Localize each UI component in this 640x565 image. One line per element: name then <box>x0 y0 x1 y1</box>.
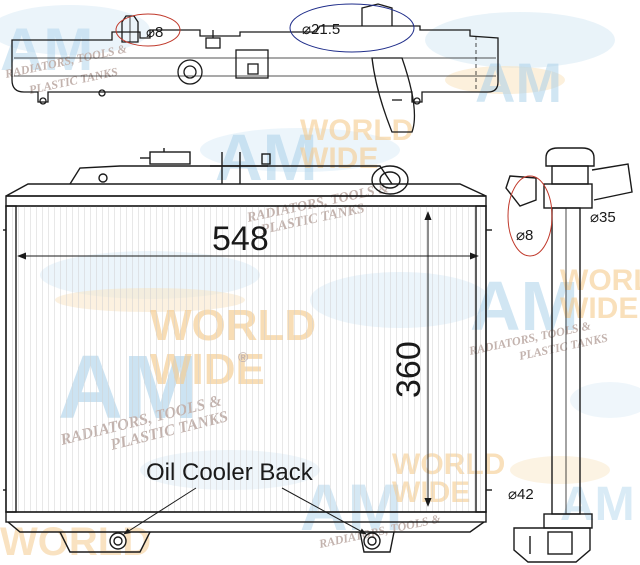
watermark-am-text: AM <box>560 478 635 531</box>
upper-bolt <box>98 173 108 183</box>
watermark-wide-text: WIDE <box>560 292 638 325</box>
side-small-port <box>505 175 537 207</box>
watermark-logo: AM RADIATORS, TOOLS & PLASTIC TANKS <box>0 5 150 97</box>
watermark-wide-text: WIDE <box>300 142 378 175</box>
dim-side-outlet: ⌀42 <box>508 486 534 503</box>
watermark-logo: WORLD <box>0 520 151 564</box>
front-inlet <box>371 165 409 195</box>
callout-circle <box>289 3 415 53</box>
side-lower-outlet <box>513 527 591 563</box>
top-tab-hole <box>413 97 421 105</box>
top-tank-view <box>11 3 499 133</box>
dim-top-small-port: ⌀8 <box>146 24 163 41</box>
top-boss-inner <box>247 63 259 75</box>
top-tab-hole <box>98 89 106 97</box>
dim-side-small-port: ⌀8 <box>516 227 533 244</box>
lower-tank <box>7 521 485 533</box>
callout-circle <box>507 175 553 257</box>
watermark-am-text: AM <box>0 16 93 83</box>
dimension-height: 360 <box>390 211 432 507</box>
top-cap-inner <box>183 65 197 79</box>
side-cap-neck <box>551 165 589 185</box>
top-small-port <box>121 15 139 43</box>
dimension-width: 548 <box>17 220 479 260</box>
lower-tank-bulge <box>359 531 395 553</box>
upper-bracket <box>149 151 191 165</box>
watermark-am-text: AM <box>470 267 579 345</box>
top-tab-hole <box>39 97 47 105</box>
side-cap <box>545 147 595 167</box>
oil-cooler-leader <box>123 487 197 535</box>
watermark-logo: AM <box>510 382 640 531</box>
callout-circle <box>115 13 181 47</box>
watermark-world-text: WORLD <box>300 114 413 147</box>
dim-height-value: 360 <box>390 341 428 398</box>
top-tank-outline <box>11 25 499 103</box>
oil-cooler-fitting-right <box>363 532 381 550</box>
top-cap <box>177 59 203 85</box>
oil-cooler-fitting-left <box>109 532 127 550</box>
upper-header <box>5 195 487 207</box>
watermark-am-text: AM <box>215 120 318 194</box>
lower-tank-bulge <box>59 531 151 553</box>
front-inlet-inner <box>379 171 401 189</box>
watermark-am-text: AM <box>475 51 562 114</box>
oil-cooler-label: Oil Cooler Back <box>146 459 314 486</box>
oil-cooler-fitting-left-inner <box>113 536 123 546</box>
upper-tank-top <box>69 165 393 185</box>
watermark-logo: AM <box>425 12 615 114</box>
top-fitting <box>205 37 221 49</box>
side-outlet-body <box>547 531 573 555</box>
top-inlet-pipe <box>371 57 416 133</box>
dim-side-inlet: ⌀35 <box>590 209 616 226</box>
top-boss <box>235 49 269 79</box>
oil-cooler-leader <box>281 487 367 535</box>
top-inlet-neck <box>361 3 393 26</box>
radiator-side-view <box>505 147 633 563</box>
lower-header <box>5 511 487 523</box>
watermark-world-text: WORLD <box>560 264 640 297</box>
oil-cooler-fitting-right-inner <box>367 536 377 546</box>
side-inlet-pipe <box>591 163 633 201</box>
dim-width-value: 548 <box>212 220 269 258</box>
upper-clip <box>261 153 271 165</box>
oil-cooler-annotation: Oil Cooler Back <box>123 459 367 535</box>
watermark-world-text: WORLD <box>0 520 151 564</box>
dim-top-inlet: ⌀21.5 <box>302 21 340 38</box>
